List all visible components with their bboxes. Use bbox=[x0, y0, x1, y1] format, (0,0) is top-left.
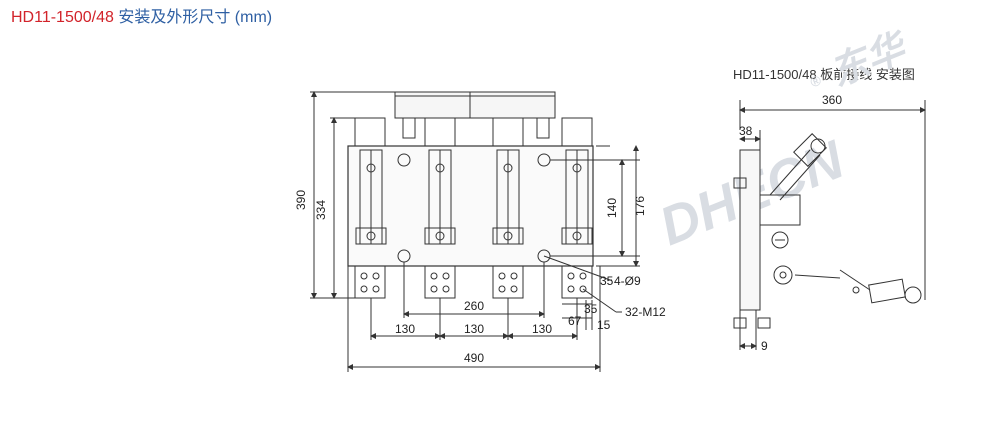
dim-span: 260 bbox=[464, 299, 484, 313]
dim-edge-15: 15 bbox=[597, 318, 611, 332]
blade-pole-4 bbox=[561, 149, 593, 245]
callout-terminal-bolts: 32-M12 bbox=[625, 305, 666, 319]
top-terminal-2 bbox=[424, 117, 456, 147]
side-view bbox=[733, 100, 926, 350]
side-view-title: HD11-1500/48 板前接线 安装图 bbox=[733, 67, 915, 82]
title-description: 安装及外形尺寸 (mm) bbox=[118, 9, 273, 26]
bottom-terminal-1 bbox=[354, 265, 386, 299]
callout-mount-holes: 4-Ø9 bbox=[614, 274, 641, 288]
blade-pole-2 bbox=[424, 149, 456, 245]
dim-edge-35b: 35 bbox=[584, 302, 598, 316]
dim-hole-span-inner: 140 bbox=[605, 198, 619, 218]
top-terminal-1 bbox=[354, 117, 386, 147]
bottom-terminal-2 bbox=[424, 265, 456, 299]
side-mechanism bbox=[759, 194, 801, 226]
model-code: HD11-1500/48 bbox=[11, 9, 114, 26]
dim-pitch-3: 130 bbox=[532, 322, 552, 336]
dim-edge-67: 67 bbox=[568, 314, 582, 328]
blade-pole-1 bbox=[355, 149, 387, 245]
top-terminal-4 bbox=[561, 117, 593, 147]
mount-hole-1 bbox=[397, 153, 411, 167]
dim-height-outer: 390 bbox=[294, 190, 308, 210]
bottom-terminal-3 bbox=[492, 265, 524, 299]
dim-total-width: 490 bbox=[464, 351, 484, 365]
dim-hole-span-outer: 176 bbox=[633, 196, 647, 216]
page-title: HD11-1500/48 安装及外形尺寸 (mm) bbox=[11, 8, 272, 28]
front-view bbox=[310, 91, 640, 372]
dim-side-bottom: 9 bbox=[761, 339, 768, 353]
dim-pitch-1: 130 bbox=[395, 322, 415, 336]
watermark-mark: ® bbox=[808, 72, 824, 91]
dim-pitch-2: 130 bbox=[464, 322, 484, 336]
bottom-terminal-4 bbox=[561, 265, 593, 299]
dim-height-inner: 334 bbox=[314, 200, 328, 220]
base-plate bbox=[347, 145, 594, 267]
watermark-cn: 东华 bbox=[824, 26, 915, 95]
side-base-board bbox=[739, 149, 761, 311]
dim-side-width: 360 bbox=[822, 93, 842, 107]
dim-edge-35a: 35 bbox=[600, 274, 614, 288]
top-terminal-3 bbox=[492, 117, 524, 147]
brand-watermark: DHECN 东华 ® bbox=[651, 26, 915, 257]
dim-side-offset: 38 bbox=[739, 124, 753, 138]
blade-pole-3 bbox=[492, 149, 524, 245]
